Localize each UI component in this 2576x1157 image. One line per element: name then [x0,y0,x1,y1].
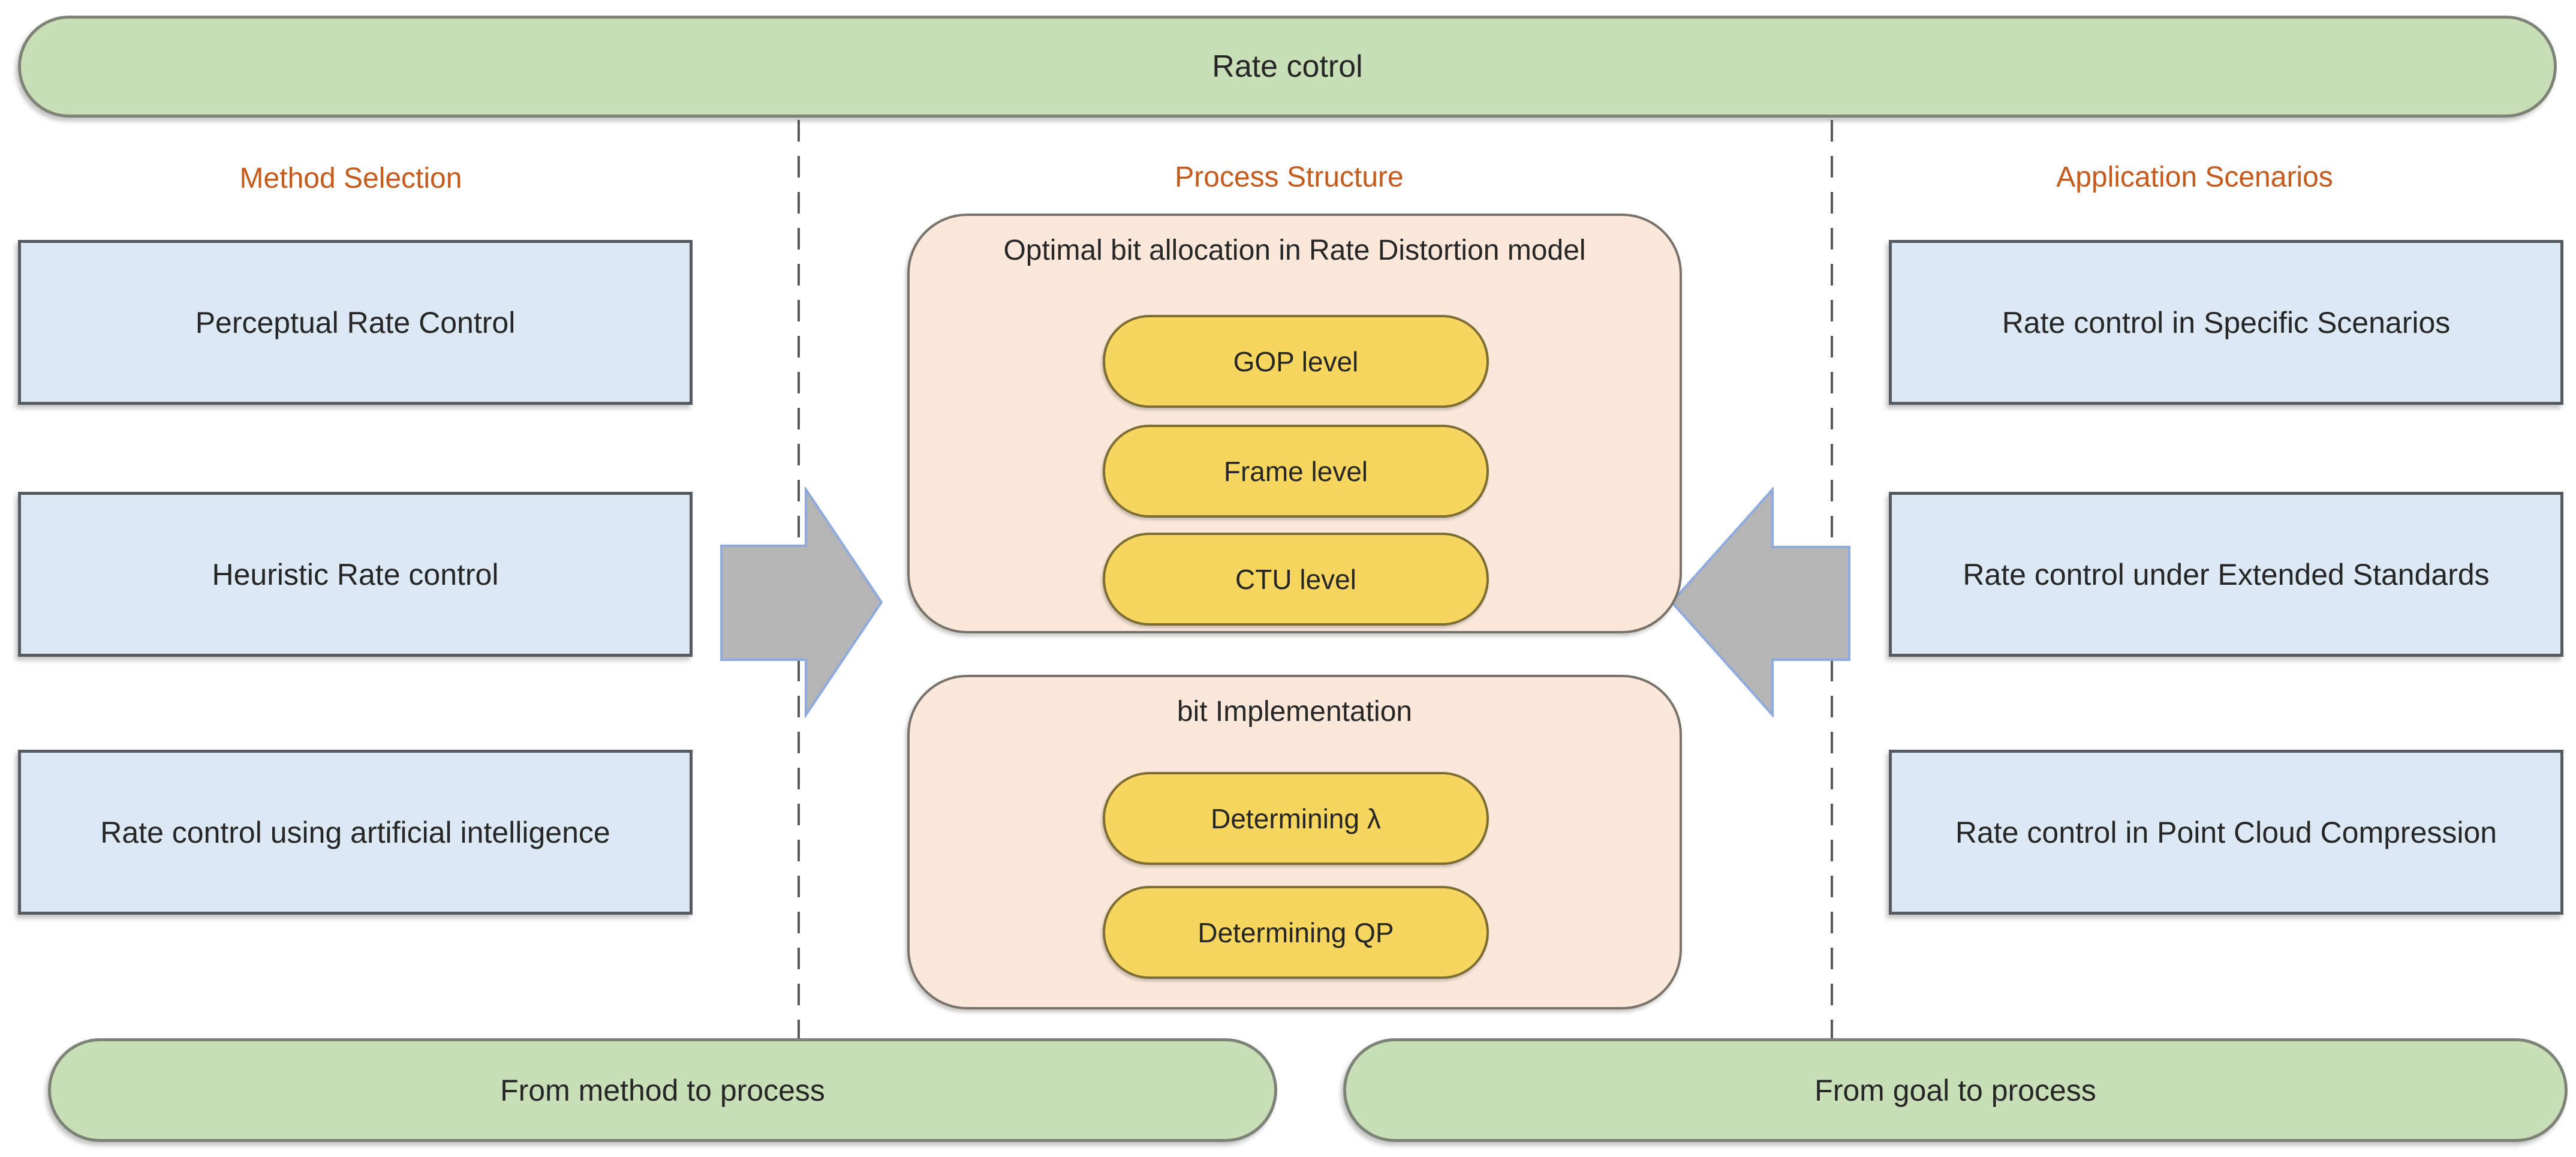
group-title: bit Implementation [1176,696,1413,728]
pill-gop-level: GOP level [1103,315,1489,408]
column-header-process-structure: Process Structure [1175,161,1404,193]
box-heuristic-rate-control: Heuristic Rate control [18,492,693,657]
pill-determining-qp: Determining QP [1103,886,1489,979]
box-specific-scenarios: Rate control in Specific Scenarios [1889,240,2563,405]
pill-ctu-level: CTU level [1103,533,1489,626]
arrow-right-icon [720,487,883,718]
column-header-application-scenarios: Application Scenarios [2056,161,2333,193]
footer-pill-method-to-process: From method to process [48,1038,1277,1142]
pill-frame-level: Frame level [1103,425,1489,518]
column-header-method-selection: Method Selection [239,163,462,194]
box-extended-standards: Rate control under Extended Standards [1889,492,2563,657]
footer-pill-goal-to-process: From goal to process [1343,1038,2568,1142]
footer-pill-label: From goal to process [1814,1073,2096,1107]
group-bit-implementation: bit Implementation Determining λ Determi… [907,675,1682,1009]
group-title: Optimal bit allocation in Rate Distortio… [1003,235,1586,266]
box-perceptual-rate-control: Perceptual Rate Control [18,240,693,405]
box-ai-rate-control: Rate control using artificial intelligen… [18,750,693,915]
pill-determining-lambda: Determining λ [1103,772,1489,865]
footer-pill-label: From method to process [500,1073,825,1107]
group-optimal-bit-allocation: Optimal bit allocation in Rate Distortio… [907,214,1682,633]
title-banner: Rate cotrol [18,16,2557,118]
page-title: Rate cotrol [1212,49,1363,84]
arrow-left-icon [1670,487,1850,718]
box-point-cloud-compression: Rate control in Point Cloud Compression [1889,750,2563,915]
